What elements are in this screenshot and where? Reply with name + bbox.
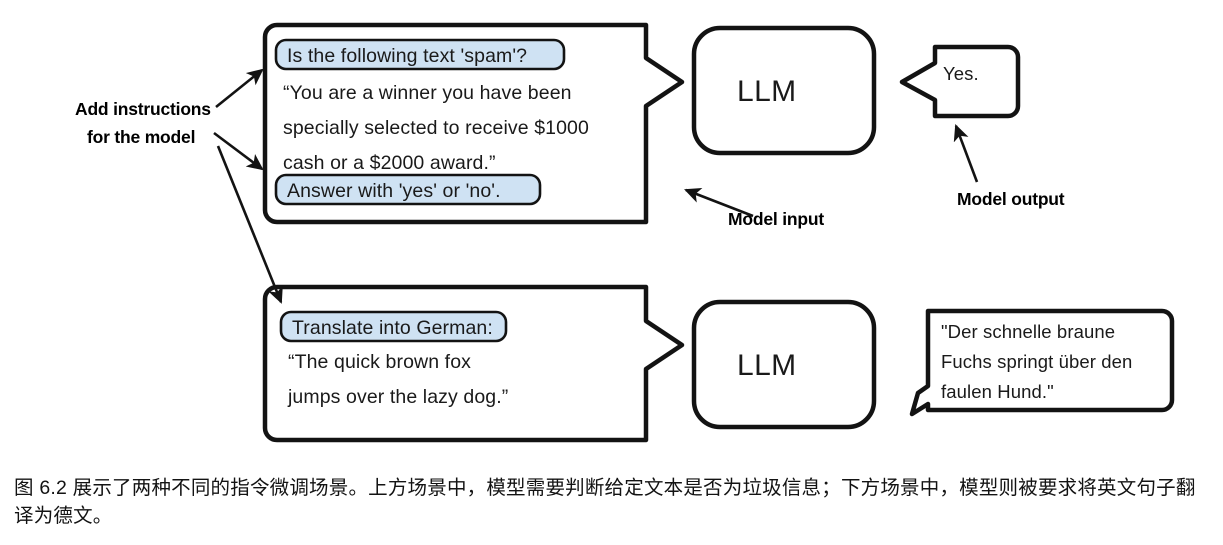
answer-pill-1 (274, 173, 542, 206)
llm-box-1-label: LLM (737, 75, 797, 108)
annotation-add-instructions-line-1: Add instructions (75, 99, 211, 119)
output-bubble-1-line-1: Yes. (943, 63, 979, 84)
llm-box-2-label: LLM (737, 349, 797, 382)
input-box-1-body-line-1: “You are a winner you have been (283, 82, 572, 104)
llm-box-2 (691, 299, 877, 430)
output-bubble-2-line-3: faulen Hund." (941, 381, 1054, 402)
instruction-finetuning-diagram: Is the following text 'spam'? “You are a… (75, 22, 1175, 443)
input-box-1-body-line-2: specially selected to receive $1000 (283, 117, 589, 139)
instruction-pill-2 (279, 310, 508, 343)
arrow-model-output (953, 124, 979, 183)
arrow-add-instructions-to-pill-1 (215, 68, 264, 109)
arrow-add-instructions-to-pill-2 (213, 131, 264, 171)
annotation-add-instructions-line-2: for the model (87, 127, 196, 147)
input-box-1-body-line-3: cash or a $2000 award.” (283, 152, 496, 174)
output-bubble-2-outline (909, 308, 1175, 417)
annotation-model-output: Model output (957, 189, 1065, 209)
input-box-1-outline (262, 22, 685, 225)
instruction-pill-1-label: Is the following text 'spam'? (287, 45, 528, 67)
input-box-2-body-line-2: jumps over the lazy dog.” (288, 386, 509, 408)
output-bubble-2-line-2: Fuchs springt über den (941, 351, 1133, 372)
annotation-model-input: Model input (728, 209, 824, 229)
instruction-pill-1 (274, 38, 566, 71)
input-box-2-body-line-1: “The quick brown fox (288, 351, 471, 373)
answer-pill-1-label: Answer with 'yes' or 'no'. (287, 180, 501, 202)
instruction-pill-2-label: Translate into German: (292, 317, 493, 339)
llm-box-1 (691, 25, 877, 156)
figure-caption: 图 6.2 展示了两种不同的指令微调场景。上方场景中，模型需要判断给定文本是否为… (14, 477, 1196, 528)
arrow-model-input (684, 187, 754, 218)
arrow-add-instructions-to-pill-3 (216, 145, 283, 304)
output-bubble-2-line-1: "Der schnelle braune (941, 321, 1116, 342)
output-bubble-1-outline (899, 44, 1021, 119)
diagram-canvas (213, 22, 1175, 443)
